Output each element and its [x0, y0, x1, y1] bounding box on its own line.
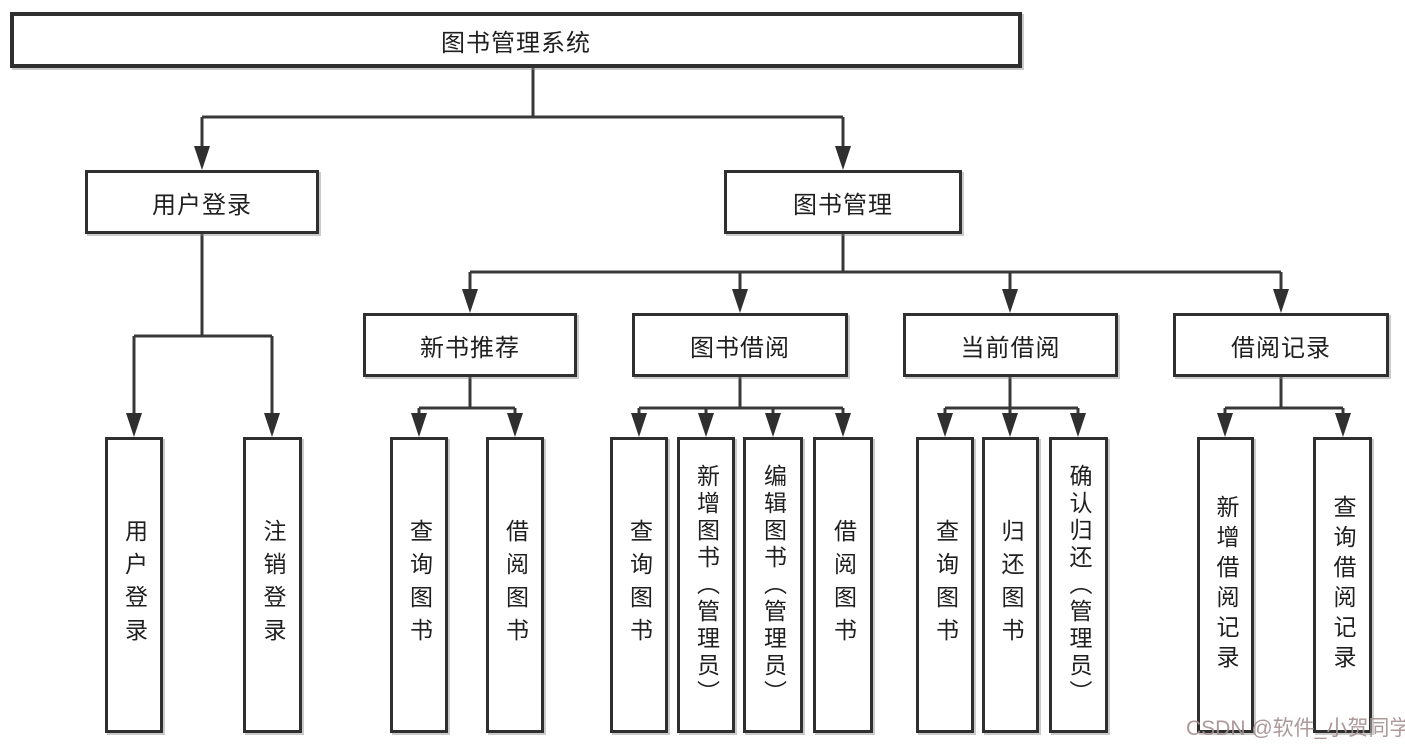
leaf-rec-borrow-book: 借阅图书 [486, 437, 544, 733]
leaf-br-query-record: 查询借阅记录 [1313, 437, 1372, 733]
leaf-rec-query-book: 查询图书 [390, 437, 448, 733]
leaf-rec-borrow-book-label: 借阅图书 [502, 519, 529, 651]
leaf-br-query-record-label: 查询借阅记录 [1330, 495, 1356, 675]
node-root-label: 图书管理系统 [441, 29, 591, 57]
leaf-br-add-record-label: 新增借阅记录 [1213, 495, 1239, 675]
leaf-user-login: 用户登录 [105, 437, 163, 733]
leaf-cb-query-book: 查询图书 [916, 437, 974, 733]
node-borrowing-records: 借阅记录 [1173, 313, 1389, 377]
leaf-bb-add-book-label: 新增图书（管理员） [693, 463, 720, 707]
leaf-bb-add-book: 新增图书（管理员） [677, 437, 735, 733]
leaf-cb-query-book-label: 查询图书 [932, 519, 959, 651]
leaf-bb-query-book-label: 查询图书 [626, 519, 653, 651]
node-user-login-label: 用户登录 [152, 191, 252, 219]
leaf-user-login-label: 用户登录 [121, 519, 148, 651]
leaf-cb-confirm-return: 确认归还（管理员） [1049, 437, 1108, 733]
leaf-logout: 注销登录 [243, 437, 302, 733]
leaf-rec-query-book-label: 查询图书 [406, 519, 433, 651]
leaf-bb-edit-book-label: 编辑图书（管理员） [760, 463, 787, 707]
csdn-watermark: CSDN @软件_小贺同学 [1186, 717, 1405, 740]
leaf-bb-query-book: 查询图书 [610, 437, 668, 733]
node-book-borrowing-label: 图书借阅 [690, 334, 790, 362]
leaf-br-add-record: 新增借阅记录 [1197, 437, 1254, 733]
node-current-borrowing: 当前借阅 [903, 313, 1118, 377]
node-current-borrowing-label: 当前借阅 [960, 334, 1061, 362]
connector-path [132, 68, 1345, 433]
arrowheads [126, 146, 1351, 437]
leaf-cb-return-book-label: 归还图书 [998, 519, 1024, 651]
leaf-logout-label: 注销登录 [260, 519, 286, 651]
leaf-bb-edit-book: 编辑图书（管理员） [743, 437, 803, 733]
node-book-management-label: 图书管理 [793, 191, 893, 219]
node-book-borrowing: 图书借阅 [632, 313, 848, 377]
node-book-management: 图书管理 [724, 170, 962, 234]
node-borrowing-records-label: 借阅记录 [1231, 334, 1331, 362]
leaf-bb-borrow-book: 借阅图书 [813, 437, 873, 733]
leaf-bb-borrow-book-label: 借阅图书 [830, 519, 857, 651]
node-root: 图书管理系统 [10, 12, 1022, 68]
node-new-book-recommend: 新书推荐 [363, 313, 577, 377]
node-new-book-recommend-label: 新书推荐 [420, 334, 520, 362]
leaf-cb-confirm-return-label: 确认归还（管理员） [1066, 463, 1092, 707]
node-user-login: 用户登录 [85, 170, 319, 234]
leaf-cb-return-book: 归还图书 [982, 437, 1039, 733]
